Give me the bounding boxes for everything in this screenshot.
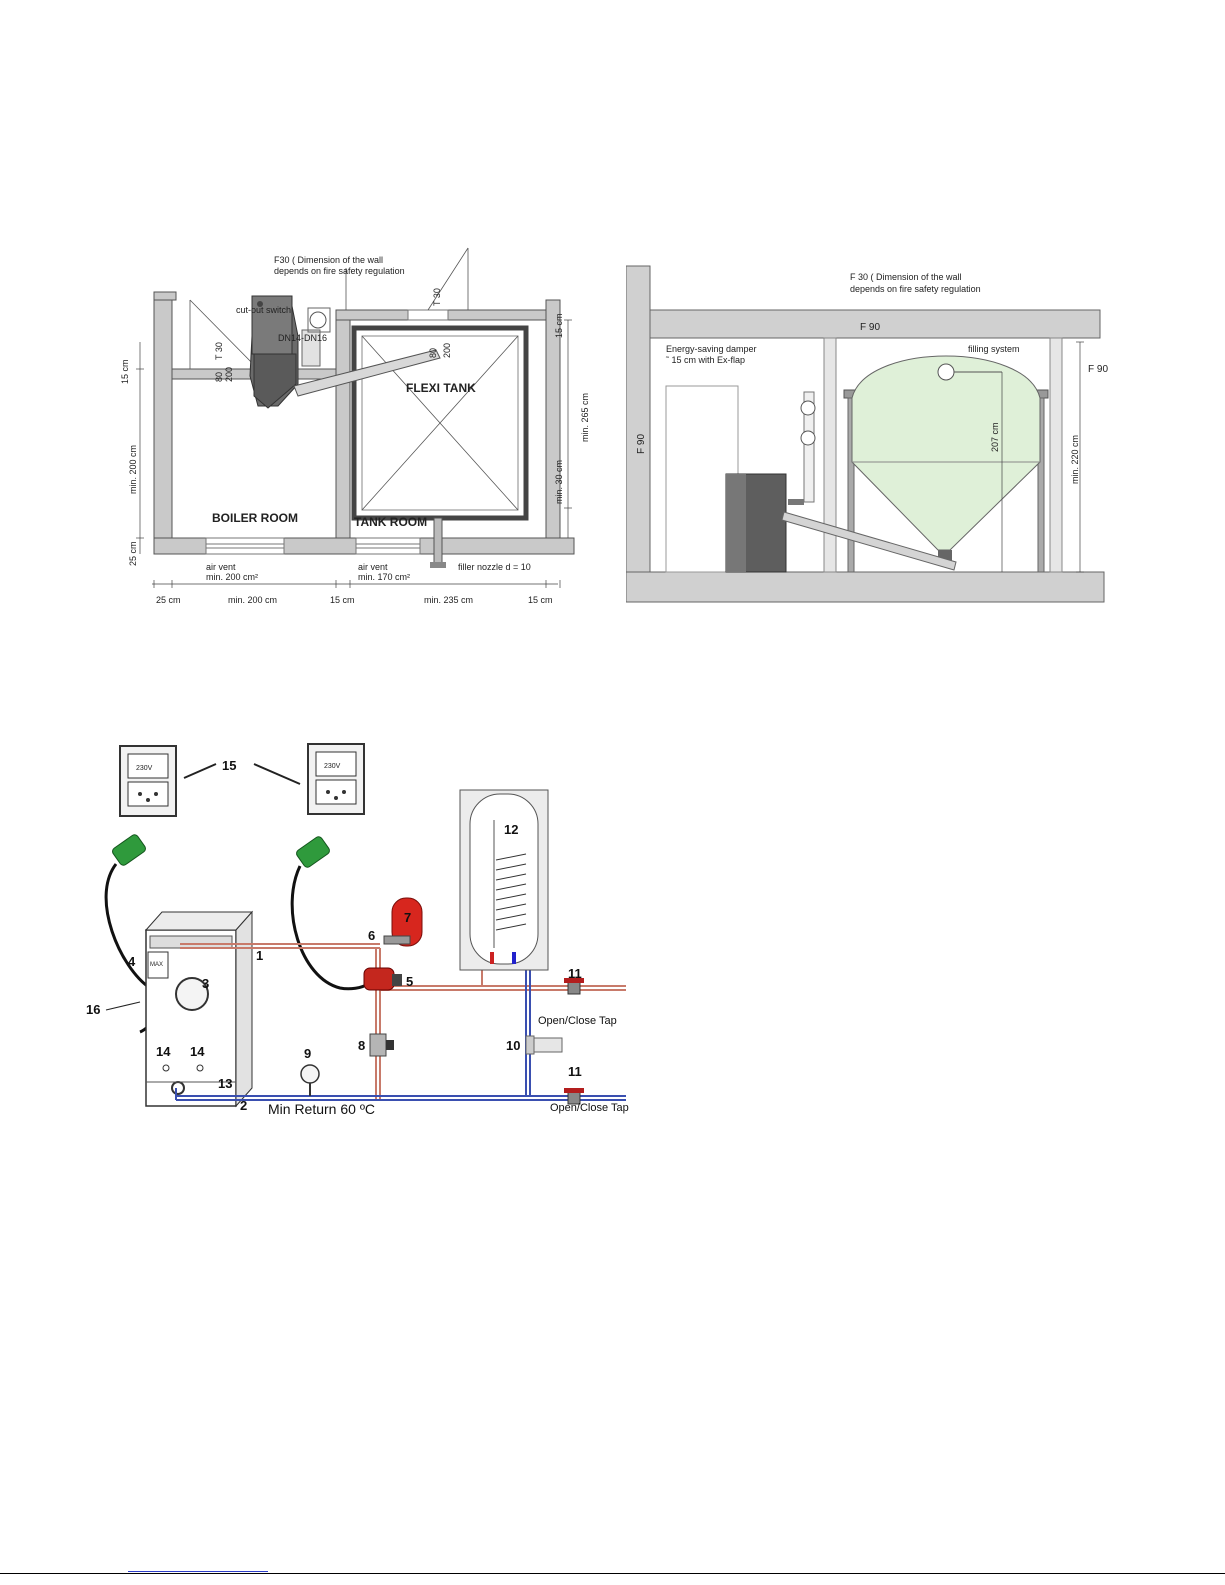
- label-11-top: 11: [568, 966, 582, 981]
- tap-top: [564, 978, 584, 995]
- label-10: 10: [506, 1038, 520, 1053]
- plan-dim-left-bot: 25 cm: [128, 541, 138, 566]
- label-13: 13: [218, 1076, 232, 1091]
- pressure-gauge: [300, 1064, 320, 1096]
- label-4: 4: [128, 954, 136, 969]
- plan-dim-bottom-3: 15 cm: [330, 595, 355, 605]
- plan-h80-right: 80: [428, 348, 438, 358]
- plan-wall-note-1: F30 ( Dimension of the wall: [274, 255, 383, 265]
- section-wall-left: [626, 265, 651, 573]
- plan-h200-left: 200: [224, 367, 234, 382]
- tap-bottom-label: Open/Close Tap: [550, 1102, 629, 1114]
- label-15: 15: [222, 758, 236, 773]
- return-label: Min Return 60 ºC: [268, 1101, 375, 1117]
- plan-dn: DN14-DN16: [278, 333, 327, 343]
- plan-dim-bottom-1: 25 cm: [156, 595, 181, 605]
- label-12: 12: [504, 822, 518, 837]
- section-f90-left: F 90: [636, 434, 647, 454]
- section-filling: filling system: [968, 344, 1020, 354]
- return-pipe: [176, 964, 626, 1101]
- plug-left: [112, 834, 146, 866]
- section-ceiling: [649, 309, 1101, 339]
- plan-t30-right: T 30: [432, 288, 442, 306]
- plan-tank-room-label: TANK ROOM: [354, 515, 427, 529]
- plan-dim-right-top: 15 cm: [554, 313, 564, 338]
- filling-system: [937, 363, 955, 381]
- boiler: MAX: [144, 910, 254, 1108]
- mixing-valve: [369, 1033, 394, 1057]
- label-11-bottom: 11: [568, 1064, 582, 1079]
- plan-dim-bottom-5: 15 cm: [528, 595, 553, 605]
- plan-air-vent-1: [205, 537, 285, 555]
- plan-air-vent-2-label: air vent: [358, 562, 388, 572]
- label-16: 16: [86, 1002, 100, 1017]
- circulation-pump: [363, 967, 402, 991]
- plan-wall-top-left: [153, 291, 177, 301]
- section-h220: min. 220 cm: [1070, 435, 1080, 484]
- socket-right-label: 230V: [324, 763, 341, 770]
- plan-auger: [293, 349, 441, 397]
- plan-dim-bottom-2: min. 200 cm: [228, 595, 277, 605]
- section-h207: 207 cm: [990, 422, 1000, 452]
- section-floor: [626, 571, 1105, 603]
- label-9: 9: [304, 1046, 311, 1061]
- plan-dim-bottom-4: min. 235 cm: [424, 595, 473, 605]
- plan-air-vent-1-label: air vent: [206, 562, 236, 572]
- label-2: 2: [240, 1098, 247, 1113]
- section-f90-top: F 90: [860, 322, 880, 333]
- plan-wall-note-2: depends on fire safety regulation: [274, 266, 405, 276]
- socket-left-label: 230V: [136, 765, 153, 772]
- hot-water-cylinder: [459, 789, 549, 971]
- footer-link-underline[interactable]: [128, 1571, 268, 1572]
- label-5: 5: [406, 974, 413, 989]
- plan-t30-left: T 30: [214, 342, 224, 360]
- plan-boiler-room-label: BOILER ROOM: [212, 511, 298, 525]
- plan-flexi-tank-label: FLEXI TANK: [406, 381, 476, 395]
- floor-plan-diagram: F30 ( Dimension of the wall depends on f…: [118, 246, 590, 611]
- section-f90-right: F 90: [1088, 364, 1108, 375]
- plan-h80-left: 80: [214, 372, 224, 382]
- plan-air-vent-2-area: min. 170 cm²: [358, 572, 410, 582]
- hydraulic-schematic: 230V 230V MAX: [80, 738, 650, 1138]
- plug-right: [296, 836, 330, 868]
- socket-left: 230V: [119, 745, 177, 817]
- section-damper-2: ˜ 15 cm with Ex-flap: [665, 355, 745, 365]
- plan-h200-right: 200: [442, 343, 452, 358]
- label-3: 3: [202, 976, 209, 991]
- label-1: 1: [256, 948, 263, 963]
- label-14-right: 14: [190, 1044, 205, 1059]
- tap-top-label: Open/Close Tap: [538, 1015, 617, 1027]
- tap-bottom: [564, 1088, 584, 1105]
- section-wall-note-1: F 30 ( Dimension of the wall: [850, 272, 962, 282]
- plan-dim-left-top: 15 cm: [120, 359, 130, 384]
- plan-wall-partition: [335, 309, 351, 555]
- plan-air-vent-2: [355, 537, 421, 555]
- section-damper-1: Energy-saving damper: [666, 344, 757, 354]
- plan-dim-left-mid: min. 200 cm: [128, 445, 138, 494]
- plan-wall-left: [153, 291, 173, 555]
- footer-rule: [0, 1573, 1225, 1574]
- plan-filler-label: filler nozzle d = 10: [458, 562, 531, 572]
- max-label: MAX: [150, 962, 163, 968]
- expansion-vessel: [383, 897, 423, 947]
- label-7: 7: [404, 910, 411, 925]
- label-6: 6: [368, 928, 375, 943]
- plan-dim-right-30: min. 30 cm: [554, 460, 564, 504]
- plan-air-vent-1-area: min. 200 cm²: [206, 572, 258, 582]
- plan-dim-right-265: min. 265 cm: [580, 393, 590, 442]
- section-wall-note-2: depends on fire safety regulation: [850, 284, 981, 294]
- valve-10: [525, 1035, 563, 1055]
- plan-cutout-switch: cut-out switch: [236, 305, 291, 315]
- socket-right: 230V: [307, 743, 365, 815]
- label-8: 8: [358, 1038, 365, 1053]
- section-diagram: F 30 ( Dimension of the wall depends on …: [626, 262, 1114, 608]
- label-14-left: 14: [156, 1044, 171, 1059]
